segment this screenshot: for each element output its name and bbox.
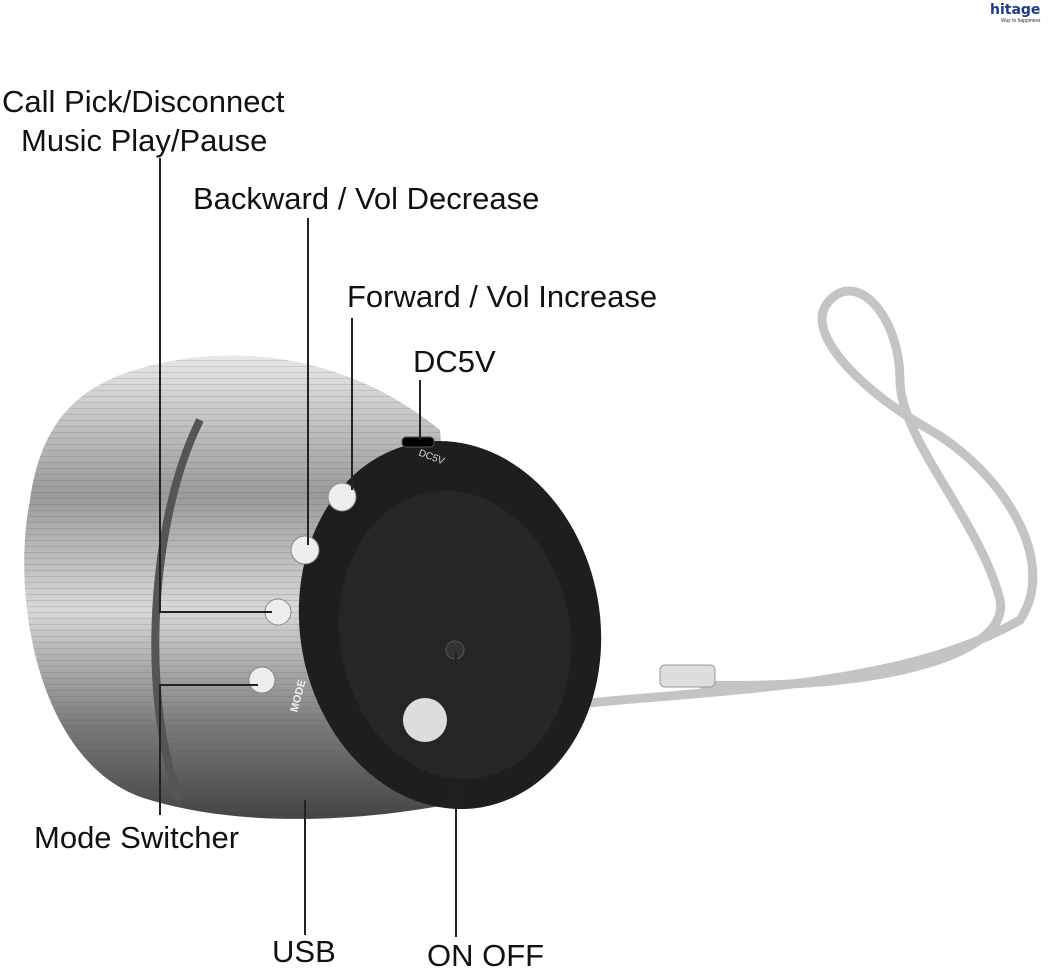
button-mode [248, 666, 276, 694]
button-forward [327, 482, 357, 512]
strap [569, 286, 1038, 710]
logo-name: hitage [990, 2, 1041, 18]
label-on-off: ON OFF [427, 938, 545, 973]
label-call-pick: Call Pick/Disconnect [2, 84, 285, 119]
button-backward [290, 535, 320, 565]
brand-logo: hitage Way to happiness [990, 2, 1040, 24]
logo-tagline: Way to happiness [1000, 18, 1041, 24]
label-dc5v: DC5V [413, 344, 496, 379]
dc-port [401, 436, 435, 448]
badge [403, 698, 447, 742]
label-music-play: Music Play/Pause [21, 123, 268, 158]
label-forward: Forward / Vol Increase [347, 279, 658, 314]
label-mode: Mode Switcher [34, 820, 240, 855]
label-usb: USB [272, 934, 336, 969]
label-backward: Backward / Vol Decrease [193, 181, 540, 216]
leader-call [159, 158, 272, 613]
strap-clip [659, 664, 716, 688]
leader-mode [159, 684, 258, 815]
